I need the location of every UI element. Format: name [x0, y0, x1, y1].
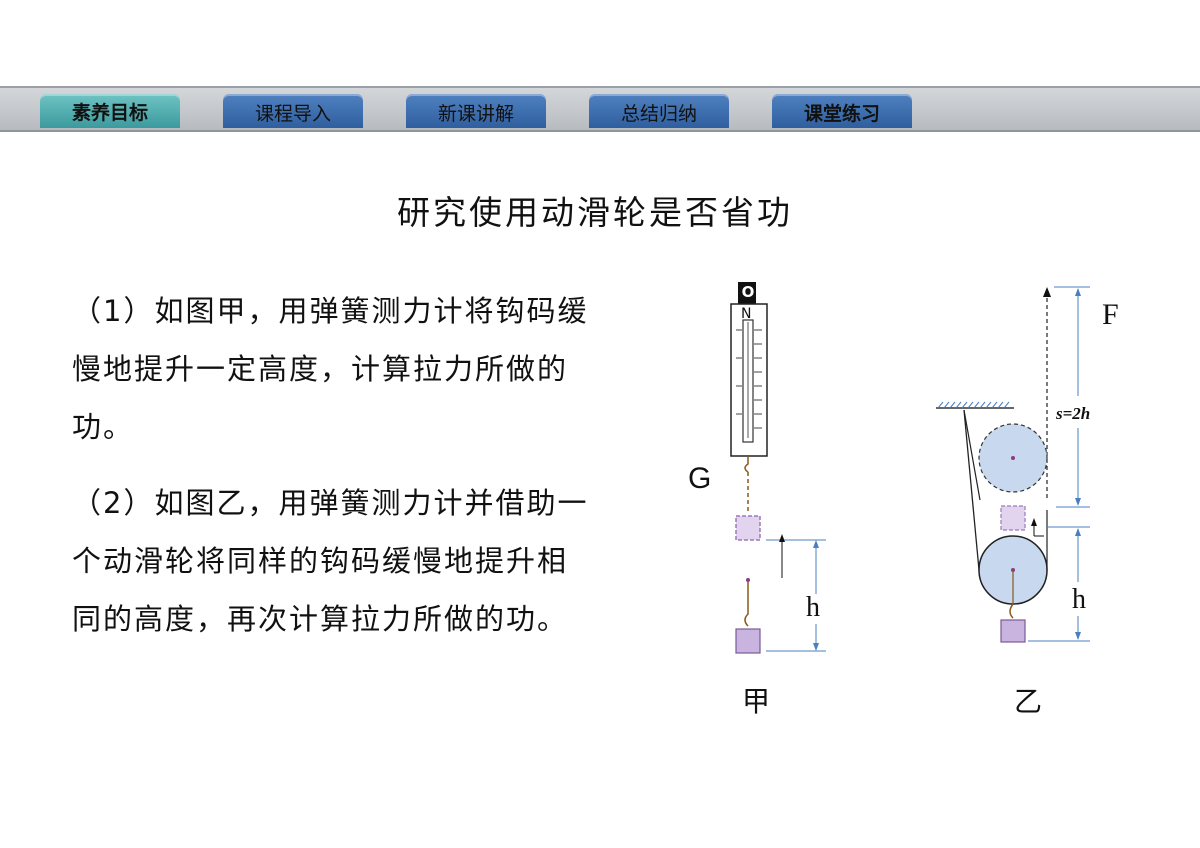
- nav-bar: 素养目标 课程导入 新课讲解 总结归纳 课堂练习: [0, 86, 1200, 132]
- force-label-f: F: [1102, 298, 1119, 331]
- ghost-weight: [735, 515, 761, 541]
- spring-scale-body: [730, 303, 768, 457]
- caption-jia: 甲: [742, 685, 771, 718]
- distance-label: s=2h: [1056, 404, 1091, 423]
- tab-intro[interactable]: 课程导入: [223, 94, 363, 128]
- tab-lesson[interactable]: 新课讲解: [406, 94, 546, 128]
- hook-weight: [735, 628, 761, 654]
- caption-yi: 乙: [1014, 685, 1043, 718]
- tab-exercise[interactable]: 课堂练习: [772, 94, 912, 128]
- tab-goals[interactable]: 素养目标: [40, 94, 180, 128]
- scale-ring: [738, 282, 756, 304]
- weight-label-g: G: [688, 462, 712, 495]
- figure-yi-diagram: [936, 286, 1090, 643]
- scale-unit-label: N: [741, 306, 752, 322]
- figure-jia-diagram: [730, 282, 826, 654]
- instruction-paragraph-1: （1）如图甲，用弹簧测力计将钩码缓慢地提升一定高度，计算拉力所做的功。: [72, 294, 589, 444]
- ghost-weight-yi: [1000, 505, 1026, 531]
- scale-ring-label: O: [741, 283, 755, 301]
- pulley-weight: [1000, 619, 1026, 643]
- height-label-yi: h: [1072, 584, 1086, 615]
- page-title: 研究使用动滑轮是否省功: [397, 193, 793, 232]
- tab-summary[interactable]: 总结归纳: [589, 94, 729, 128]
- height-label-jia: h: [806, 592, 820, 623]
- instruction-paragraph-2: （2）如图乙，用弹簧测力计并借助一个动滑轮将同样的钩码缓慢地提升相同的高度，再次…: [72, 486, 589, 636]
